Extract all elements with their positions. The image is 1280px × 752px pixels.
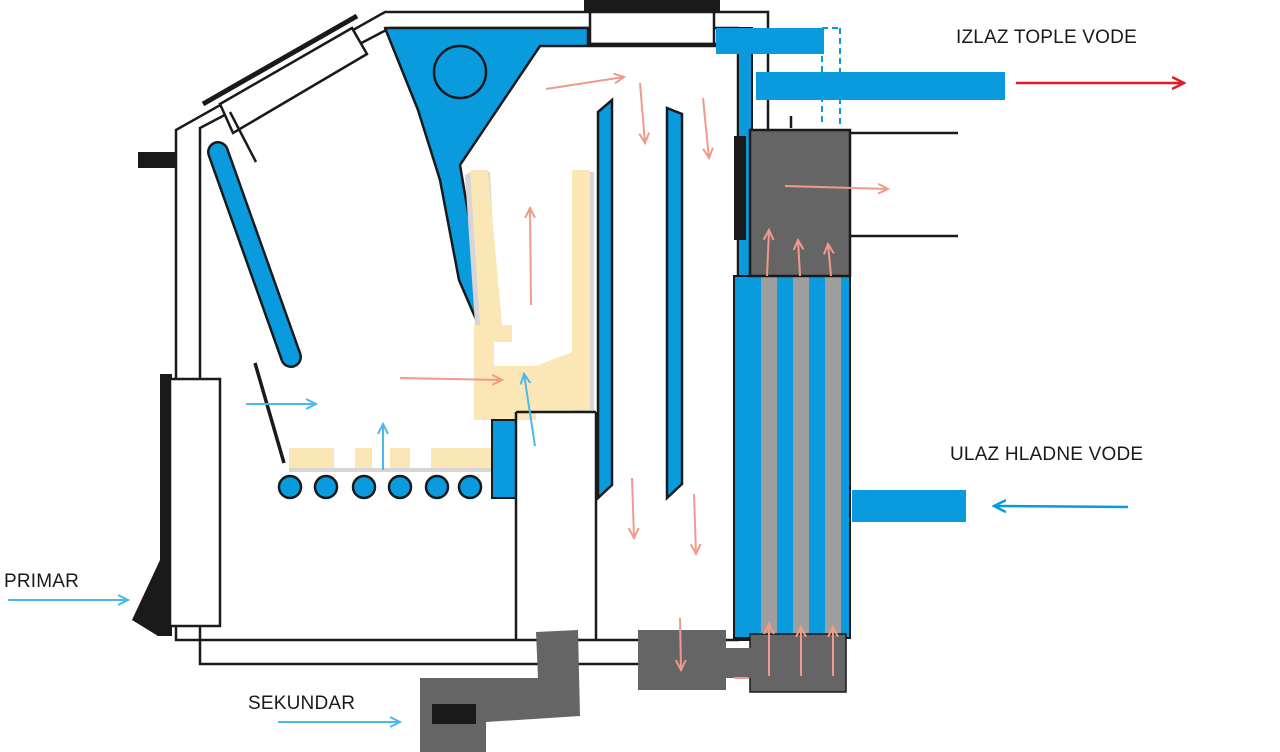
cold-water-inlet-label: ULAZ HLADNE VODE bbox=[950, 444, 1144, 465]
flue-arrow bbox=[798, 240, 800, 277]
flue-arrow bbox=[530, 208, 531, 306]
flue-box-upper bbox=[748, 128, 958, 278]
flue-arrow bbox=[632, 477, 634, 538]
flue-arrow bbox=[694, 493, 696, 554]
grate-tubes bbox=[277, 474, 483, 500]
water-tube-diagonal bbox=[207, 141, 302, 464]
secondary-air-label: SEKUNDAR bbox=[248, 693, 356, 714]
flue-gas-arrows bbox=[399, 77, 888, 679]
primary-air-label: PRIMAR bbox=[4, 571, 80, 592]
air-arrow bbox=[524, 374, 536, 447]
water-jacket-right bbox=[733, 27, 851, 641]
flue-arrow bbox=[640, 82, 645, 143]
hot-water-outlet-label: IZLAZ TOPLE VODE bbox=[956, 27, 1137, 48]
front-door bbox=[132, 374, 222, 636]
combustion-chamber-partitions bbox=[491, 410, 598, 640]
cold-water-inlet bbox=[852, 490, 966, 522]
flue-arrow bbox=[399, 378, 502, 380]
flue-arrow bbox=[767, 230, 769, 277]
inspection-port bbox=[432, 44, 488, 100]
flue-arrow bbox=[545, 77, 624, 90]
water-flow-arrows bbox=[994, 83, 1184, 507]
water-baffles bbox=[596, 97, 684, 501]
loading-lid bbox=[201, 13, 369, 163]
flue-arrow bbox=[784, 186, 888, 189]
cold-water-arrow bbox=[994, 506, 1129, 507]
secondary-air-duct bbox=[420, 630, 580, 752]
flame-zone bbox=[289, 170, 594, 472]
flue-arrow bbox=[828, 244, 831, 277]
flue-arrow bbox=[702, 97, 709, 158]
hot-water-outlet bbox=[716, 27, 1005, 128]
air-arrows bbox=[8, 374, 536, 722]
flue-arrow bbox=[680, 617, 681, 670]
